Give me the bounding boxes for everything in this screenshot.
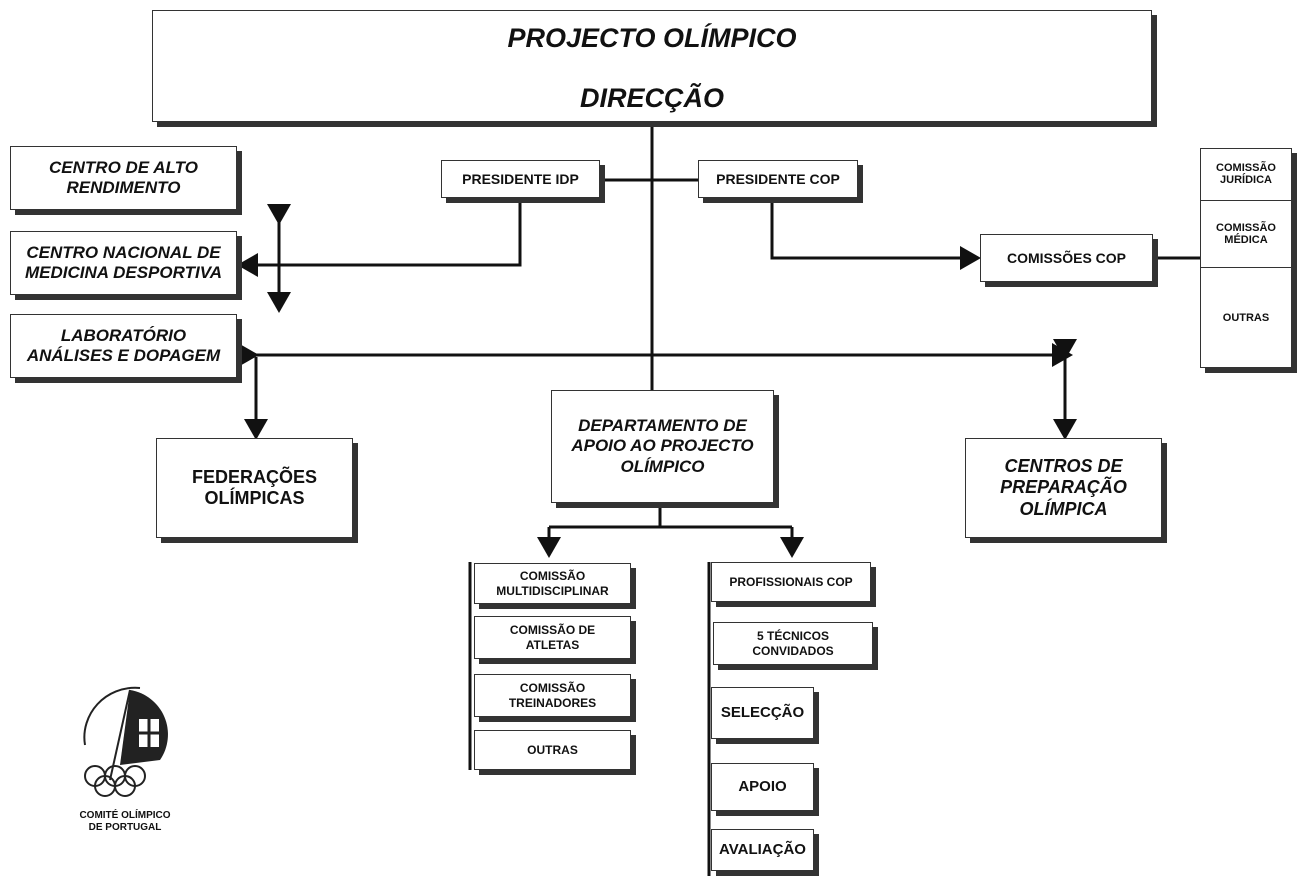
federacoes-box: FEDERAÇÕES OLÍMPICAS [156, 438, 353, 538]
laboratorio-line1: LABORATÓRIO [60, 325, 187, 345]
president-cop-label: PRESIDENTE COP [716, 170, 840, 187]
avaliacao-box: AVALIAÇÃO [711, 829, 814, 871]
comissao-juridica-line2: JURÍDICA [1220, 174, 1272, 186]
right-commissions-column [1200, 148, 1292, 368]
president-cop-box: PRESIDENTE COP [698, 160, 858, 198]
centro-alto-rendimento-box: CENTRO DE ALTO RENDIMENTO [10, 146, 237, 210]
comissao-treinadores-box: COMISSÃO TREINADORES [474, 674, 631, 717]
centro-medicina-line2: MEDICINA DESPORTIVA [24, 263, 223, 282]
left-outras-label: OUTRAS [527, 742, 578, 757]
laboratorio-line2: ANÁLISES E DOPAGEM [26, 346, 221, 365]
treinadores-line2: TREINADORES [508, 695, 597, 710]
tecnicos-convidados-box: 5 TÉCNICOS CONVIDADOS [713, 622, 873, 665]
departamento-line3: OLÍMPICO [620, 456, 705, 476]
federacoes-line2: OLÍMPICAS [204, 488, 305, 508]
title-line1: PROJECTO OLÍMPICO [507, 23, 797, 53]
comissao-juridica-item: COMISSÃO JURÍDICA [1200, 148, 1292, 201]
profissionais-cop-label: PROFISSIONAIS COP [729, 574, 853, 589]
president-idp-label: PRESIDENTE IDP [462, 170, 579, 187]
comissao-medica-line2: MÉDICA [1224, 234, 1268, 246]
atletas-line2: ATLETAS [525, 637, 580, 652]
cop-logo: COMITÉ OLÍMPICO DE PORTUGAL [60, 670, 190, 840]
centro-medicina-box: CENTRO NACIONAL DE MEDICINA DESPORTIVA [10, 231, 237, 295]
apoio-box: APOIO [711, 763, 814, 811]
centros-line2: PREPARAÇÃO [1000, 477, 1127, 498]
logo-line2: DE PORTUGAL [88, 822, 162, 833]
centros-line3: OLÍMPICA [1019, 498, 1108, 519]
atletas-line1: COMISSÃO DE [509, 623, 596, 638]
multidisciplinar-line1: COMISSÃO [519, 569, 586, 584]
centro-medicina-line1: CENTRO NACIONAL DE [26, 242, 221, 262]
departamento-line2: APOIO AO PROJECTO [571, 436, 754, 456]
comissao-outras-box: OUTRAS [474, 730, 631, 770]
centros-line1: CENTROS DE [1004, 456, 1123, 477]
president-idp-box: PRESIDENTE IDP [441, 160, 600, 198]
multidisciplinar-line2: MULTIDISCIPLINAR [496, 583, 609, 598]
tecnicos-line2: CONVIDADOS [752, 643, 834, 658]
seleccao-box: SELECÇÃO [711, 687, 814, 739]
treinadores-line1: COMISSÃO [519, 681, 586, 696]
laboratorio-box: LABORATÓRIO ANÁLISES E DOPAGEM [10, 314, 237, 378]
comissao-outras-label: OUTRAS [1222, 312, 1270, 324]
comissao-medica-item: COMISSÃO MÉDICA [1200, 201, 1292, 268]
title-box: PROJECTO OLÍMPICO DIRECÇÃO [152, 10, 1152, 122]
comissao-outras-item: OUTRAS [1200, 268, 1292, 368]
comissoes-cop-box: COMISSÕES COP [980, 234, 1153, 282]
apoio-label: APOIO [738, 778, 787, 796]
seleccao-label: SELECÇÃO [720, 704, 805, 722]
profissionais-cop-box: PROFISSIONAIS COP [711, 562, 871, 602]
departamento-line1: DEPARTAMENTO DE [578, 416, 747, 436]
title-line2: DIRECÇÃO [579, 83, 724, 113]
comissao-multidisciplinar-box: COMISSÃO MULTIDISCIPLINAR [474, 563, 631, 604]
centro-alto-line1: CENTRO DE ALTO [49, 157, 198, 177]
comissao-medica-line1: COMISSÃO [1216, 222, 1276, 234]
comissao-atletas-box: COMISSÃO DE ATLETAS [474, 616, 631, 659]
comissao-juridica-line1: COMISSÃO [1216, 162, 1276, 174]
centros-preparacao-box: CENTROS DE PREPARAÇÃO OLÍMPICA [965, 438, 1162, 538]
federacoes-line1: FEDERAÇÕES [191, 466, 317, 487]
centro-alto-line2: RENDIMENTO [66, 178, 181, 197]
logo-line1: COMITÉ OLÍMPICO [79, 810, 171, 821]
olympic-emblem-icon [83, 686, 168, 797]
tecnicos-line1: 5 TÉCNICOS [756, 629, 829, 644]
avaliacao-label: AVALIAÇÃO [719, 841, 806, 859]
departamento-box: DEPARTAMENTO DE APOIO AO PROJECTO OLÍMPI… [551, 390, 774, 503]
comissoes-cop-label: COMISSÕES COP [1006, 249, 1127, 266]
